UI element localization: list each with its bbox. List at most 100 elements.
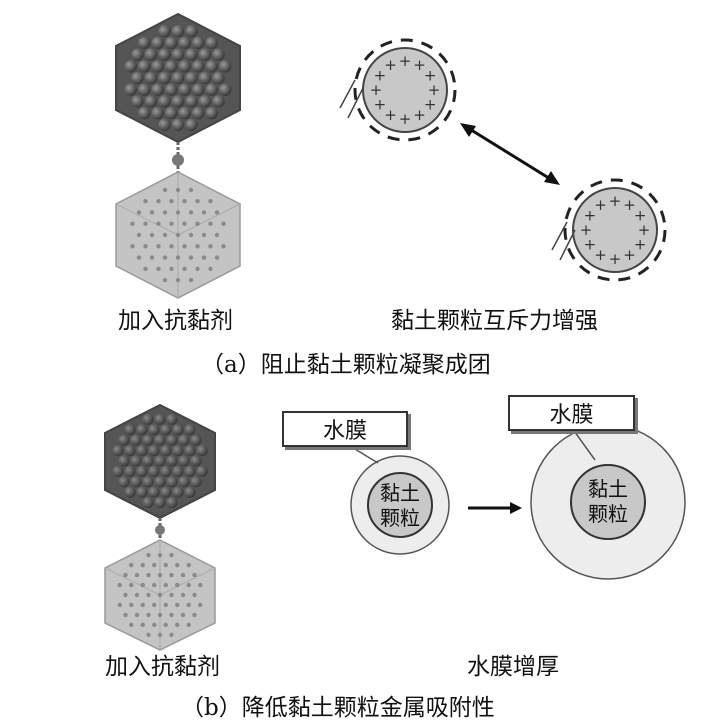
positive-charge-sign: + [623, 246, 636, 264]
lattice-sphere [160, 465, 172, 477]
lattice-sphere [190, 434, 202, 446]
positive-charge-sign: + [584, 236, 597, 254]
lattice-dot [129, 622, 134, 628]
lattice-sphere [124, 465, 136, 477]
positive-charge-sign: + [374, 96, 387, 114]
lattice-dot [186, 602, 191, 608]
lattice-sphere [192, 83, 205, 96]
lattice-dot [152, 622, 157, 628]
lattice-sphere [185, 25, 198, 38]
particle-text-large: 黏土 颗粒 [576, 477, 640, 527]
lattice-dot [198, 582, 203, 588]
lattice-sphere [144, 48, 158, 61]
lattice-dot [130, 221, 135, 226]
lattice-sphere [178, 36, 191, 50]
lattice-dot [162, 232, 168, 238]
positive-charge-sign: + [413, 106, 426, 124]
lattice-dot [117, 602, 122, 608]
lattice-sphere [171, 71, 185, 85]
lattice-dot [163, 602, 168, 608]
lattice-sphere [158, 25, 171, 38]
lattice-dot [180, 572, 186, 578]
lattice-sphere [178, 60, 191, 73]
growth-arrow [468, 502, 522, 514]
positive-charge-sign: + [428, 81, 441, 99]
lattice-sphere [154, 434, 166, 446]
lattice-dot [180, 592, 186, 598]
lattice-dot [192, 572, 197, 578]
lattice-dot [146, 552, 151, 558]
lattice-sphere [148, 465, 160, 477]
lattice-dot [182, 221, 187, 226]
lattice-sphere [144, 95, 158, 108]
light-hexagon-b [104, 539, 216, 651]
lattice-sphere [158, 71, 171, 85]
lattice-dot [169, 244, 174, 249]
lattice-dot [149, 255, 155, 260]
lattice-sphere [166, 476, 178, 488]
lattice-dot [175, 562, 180, 568]
lattice-dot [152, 602, 157, 608]
lattice-sphere [118, 434, 130, 446]
lattice-sphere [112, 445, 124, 457]
lattice-sphere [178, 476, 190, 488]
lattice-dot [214, 232, 220, 238]
lattice-sphere [151, 60, 164, 73]
lattice-sphere [131, 71, 144, 85]
lattice-dot [163, 562, 168, 568]
lattice-dot [175, 602, 180, 608]
lattice-sphere [198, 71, 212, 85]
lattice-dot [123, 572, 128, 578]
lattice-sphere [185, 71, 198, 85]
lattice-dot [140, 622, 145, 628]
lattice-sphere [151, 36, 164, 50]
positive-charge-sign: + [424, 96, 437, 114]
positive-charge-sign: + [609, 250, 622, 268]
lattice-dot [162, 187, 168, 193]
lattice-dot [163, 622, 168, 628]
lattice-sphere [198, 95, 212, 108]
lattice-sphere [178, 434, 190, 446]
lattice-sphere [136, 486, 148, 498]
caption-b: （b）降低黏土颗粒金属吸附性 [181, 695, 495, 721]
lattice-dot [169, 592, 174, 598]
lattice-sphere [131, 48, 144, 61]
lattice-dot [188, 210, 194, 215]
lattice-sphere [148, 486, 160, 498]
positive-charge-sign: + [384, 106, 397, 124]
lattice-sphere [219, 60, 232, 73]
positive-charge-sign: + [384, 56, 397, 74]
link-sphere-a [172, 154, 184, 166]
lattice-dot [143, 221, 148, 226]
lattice-sphere [166, 413, 178, 426]
particle-text-small-line2: 颗粒 [380, 506, 420, 530]
lattice-dot [221, 244, 226, 249]
lattice-sphere [172, 486, 184, 498]
positive-charge-sign: + [609, 192, 622, 210]
particle-text-large-line2: 颗粒 [588, 502, 628, 526]
positive-charge-sign: + [413, 56, 426, 74]
positive-charge-sign: + [399, 110, 412, 128]
lattice-sphere [171, 95, 185, 108]
lattice-dot [129, 582, 134, 588]
lattice-sphere [185, 95, 198, 108]
lattice-sphere [165, 60, 178, 73]
lattice-sphere [172, 424, 184, 436]
lattice-dot [186, 562, 191, 568]
lattice-sphere [124, 445, 136, 457]
lattice-dot [156, 221, 161, 226]
lattice-sphere [154, 496, 166, 509]
lattice-sphere [171, 118, 185, 131]
lattice-dot [169, 199, 174, 204]
positive-charge-sign: + [623, 196, 636, 214]
particle-text-small: 黏土 颗粒 [368, 481, 432, 531]
lattice-dot [136, 255, 142, 260]
lattice-dot [152, 562, 157, 568]
lattice-dot [169, 221, 174, 226]
lattice-sphere [190, 476, 202, 488]
lattice-dot [175, 622, 180, 628]
lattice-dot [186, 622, 191, 628]
caption-a: （a）阻止黏土颗粒凝聚成团 [201, 352, 491, 378]
lattice-sphere [205, 83, 218, 96]
lattice-dot [143, 199, 148, 204]
